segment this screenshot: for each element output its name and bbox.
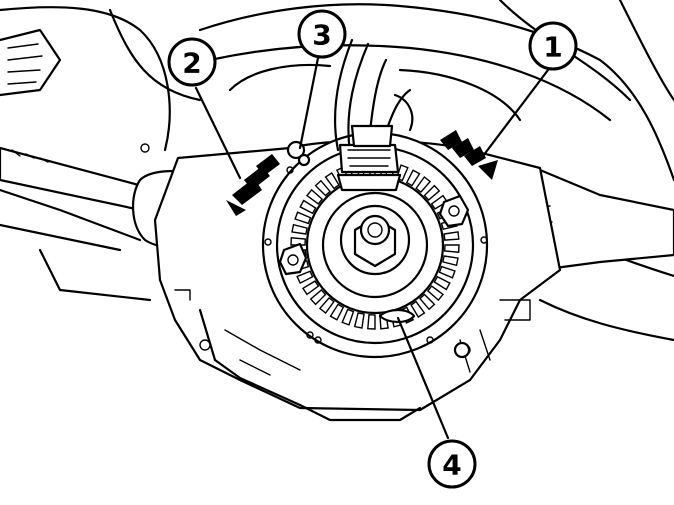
callout-1-label: 1 [543, 31, 562, 64]
screw-bottom [453, 341, 471, 359]
ring-tooth [296, 270, 314, 285]
right-stalk-lever [519, 168, 674, 272]
screw-left [278, 242, 308, 276]
ring-tooth [305, 188, 324, 205]
ring-tooth [443, 231, 460, 241]
ring-tooth [294, 211, 312, 225]
wiring-harness [334, 38, 414, 192]
ring-tooth [438, 265, 456, 279]
leader-3 [298, 56, 320, 150]
ring-tooth [324, 172, 340, 190]
ring-tooth [309, 289, 327, 306]
arrow-right-group [440, 130, 498, 180]
ring-tooth [329, 303, 345, 321]
ring-tooth [423, 184, 441, 201]
ring-tooth [415, 175, 432, 194]
callout-4-label: 4 [442, 449, 461, 482]
ring-tooth [410, 300, 426, 318]
ring-tooth [299, 199, 317, 215]
ring-tooth [426, 285, 445, 302]
screw-right [438, 194, 470, 228]
ring-tooth [405, 169, 421, 187]
ring-tooth [419, 293, 436, 311]
ring-tooth [291, 223, 308, 235]
ring-tooth [353, 312, 365, 329]
ring-tooth [433, 275, 451, 291]
ring-tooth [443, 244, 460, 253]
callout-2-label: 2 [182, 47, 201, 80]
ring-tooth [442, 255, 459, 267]
mounting-screws [278, 140, 471, 359]
callout-3-label: 3 [312, 19, 331, 52]
leader-lines [194, 56, 550, 440]
ring-tooth [341, 308, 355, 326]
callout-3: 3 [297, 9, 347, 59]
callout-1: 1 [528, 21, 578, 71]
alignment-mark [378, 308, 416, 324]
ring-tooth [318, 296, 335, 315]
callout-2: 2 [167, 37, 217, 87]
ring-tooth [314, 179, 331, 197]
leader-2 [194, 86, 242, 180]
leader-1 [478, 68, 550, 162]
arrow-left-group [226, 154, 280, 216]
ring-tooth [367, 313, 376, 330]
leader-4 [396, 316, 450, 440]
ring-tooth [302, 280, 320, 296]
callout-4: 4 [427, 439, 477, 489]
